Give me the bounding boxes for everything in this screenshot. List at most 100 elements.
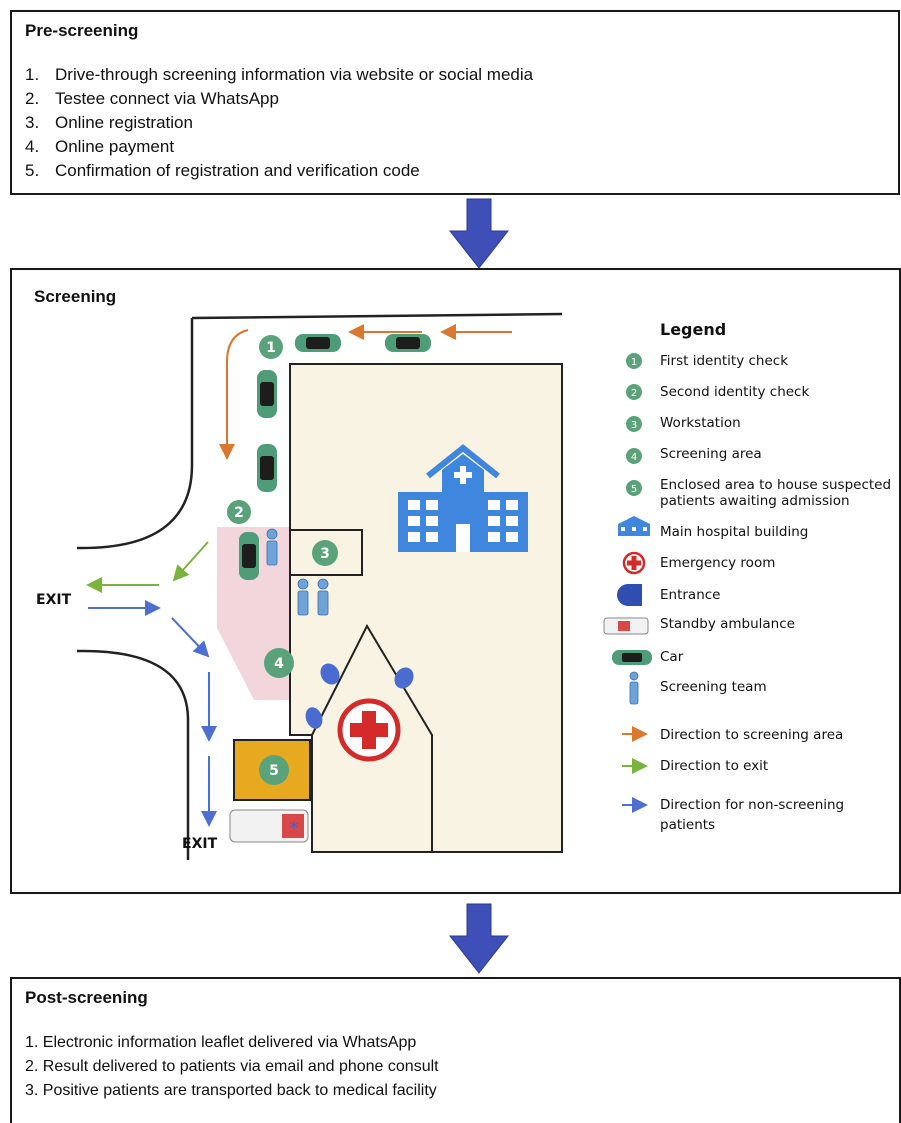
zone-3-marker: 3 — [312, 540, 338, 566]
list-item: 2. Result delivered to patients via emai… — [25, 1058, 439, 1075]
zone-5-marker: 5 — [259, 755, 289, 785]
enclosed-area — [233, 739, 311, 801]
road-borders — [76, 312, 563, 860]
screening-title: Screening — [34, 287, 117, 306]
svg-text:Entrance: Entrance — [660, 587, 721, 603]
legend-item-emergency-room: Emergency room — [622, 551, 775, 575]
legend-item-enclosed-area: 5 Enclosed area to house suspected patie… — [626, 477, 891, 509]
zone-markers: 1 2 3 4 5 — [227, 335, 338, 785]
car-icon — [612, 650, 652, 665]
legend-item-car: Car — [612, 649, 684, 665]
legend-item-direction-to-exit: Direction to exit — [622, 758, 768, 774]
svg-text:First identity check: First identity check — [660, 353, 788, 369]
car-icon — [385, 334, 431, 352]
svg-text:Main hospital building: Main hospital building — [660, 524, 808, 540]
screening-site-map: * 1 2 3 4 5 EXIT EXIT — [36, 312, 891, 860]
svg-text:patients awaiting admission: patients awaiting admission — [660, 493, 850, 509]
list-item: 1.Drive-through screening information vi… — [25, 65, 534, 84]
circle-5-icon — [626, 480, 642, 496]
legend-item-main-hospital-building: Main hospital building — [618, 516, 808, 540]
post-screening-title: Post-screening — [25, 988, 148, 1007]
flow-arrow-down-icon — [448, 198, 510, 269]
zone-2-marker: 2 — [227, 500, 251, 524]
entrance-icons — [305, 663, 414, 729]
legend-item-workstation: 3 Workstation — [626, 415, 741, 432]
car-icons — [239, 334, 431, 580]
svg-text:Car: Car — [660, 649, 684, 665]
svg-text:5: 5 — [631, 484, 637, 495]
workstation-box — [289, 529, 363, 576]
svg-text:Emergency room: Emergency room — [660, 555, 775, 571]
entrance-icon — [305, 707, 323, 729]
screening-panel: Screening — [10, 268, 901, 894]
list-item: 5.Confirmation of registration and verif… — [25, 161, 420, 180]
non-screening-direction-arrows — [88, 600, 217, 827]
pre-screening-list: 1.Drive-through screening information vi… — [25, 63, 533, 183]
direction-to-screening-arrows — [219, 324, 512, 460]
circle-4-icon — [626, 448, 642, 464]
zone-4-number: 4 — [274, 656, 284, 672]
svg-text:*: * — [290, 818, 299, 839]
screening-team-icon — [317, 578, 329, 616]
screening-team-icons — [266, 528, 329, 616]
ambulance-icon — [603, 617, 649, 635]
zone-4-marker: 4 — [264, 648, 294, 678]
entrance-icon — [617, 584, 642, 606]
flow-arrow-down-icon — [448, 903, 510, 974]
zone-1-marker: 1 — [259, 335, 283, 359]
legend-item-direction-to-screening-area: Direction to screening area — [622, 726, 843, 743]
legend-item-first-identity-check: 1 First identity check — [626, 353, 788, 369]
screening-team-icon — [266, 528, 278, 566]
svg-text:Enclosed area to house suspect: Enclosed area to house suspected — [660, 477, 891, 493]
legend-item-entrance: Entrance — [617, 584, 721, 606]
car-icon — [257, 444, 277, 492]
legend-title: Legend — [660, 320, 726, 339]
pre-screening-panel: Pre-screening 1.Drive-through screening … — [10, 10, 900, 195]
svg-text:Direction to screening area: Direction to screening area — [660, 727, 843, 743]
pre-screening-title: Pre-screening — [25, 21, 139, 40]
zone-1-number: 1 — [266, 340, 276, 356]
entrance-icon — [394, 667, 414, 689]
exit-label-left: EXIT — [36, 592, 72, 608]
circle-1-icon — [626, 353, 642, 369]
screening-team-icon — [629, 671, 639, 705]
legend-item-screening-team: Screening team — [629, 671, 767, 705]
entrance-icon — [320, 663, 340, 685]
svg-text:Screening area: Screening area — [660, 446, 762, 462]
emergency-cross-icon — [337, 698, 401, 762]
list-item: 3. Positive patients are transported bac… — [25, 1082, 437, 1099]
circle-2-icon — [626, 384, 642, 400]
svg-text:Standby ambulance: Standby ambulance — [660, 616, 795, 632]
svg-text:Direction for non-screening: Direction for non-screening — [660, 797, 844, 813]
post-screening-panel: Post-screening 1. Electronic information… — [10, 977, 901, 1123]
svg-text:Second identity check: Second identity check — [660, 384, 809, 400]
list-item: 4.Online payment — [25, 137, 175, 156]
zone-2-number: 2 — [234, 505, 244, 521]
svg-text:1: 1 — [631, 357, 637, 368]
svg-text:2: 2 — [631, 388, 637, 399]
legend-item-second-identity-check: 2 Second identity check — [626, 384, 809, 400]
list-item: 2.Testee connect via WhatsApp — [25, 89, 279, 108]
svg-text:Workstation: Workstation — [660, 415, 741, 431]
legend: Legend 1 First identity check 2 Second i… — [603, 320, 891, 833]
svg-text:patients: patients — [660, 817, 715, 833]
svg-text:4: 4 — [631, 452, 637, 463]
ambulance-icon: * — [229, 809, 309, 843]
hospital-building-icon — [618, 516, 650, 536]
legend-item-screening-area: 4 Screening area — [626, 446, 762, 464]
legend-item-direction-non-screening: Direction for non-screening patients — [622, 797, 844, 833]
emergency-cross-icon — [622, 551, 646, 575]
svg-text:Screening team: Screening team — [660, 679, 767, 695]
svg-text:Direction to exit: Direction to exit — [660, 758, 768, 774]
zone-3-number: 3 — [320, 546, 330, 562]
svg-text:3: 3 — [631, 420, 637, 431]
list-item: 3.Online registration — [25, 113, 193, 132]
legend-item-standby-ambulance: Standby ambulance — [603, 616, 795, 635]
direction-to-exit-arrows — [86, 541, 209, 593]
car-icon — [239, 532, 259, 580]
screening-team-icon — [297, 578, 309, 616]
circle-3-icon — [626, 416, 642, 432]
post-screening-list: 1. Electronic information leaflet delive… — [25, 1031, 439, 1103]
list-item: 1. Electronic information leaflet delive… — [25, 1034, 417, 1051]
car-icon — [295, 334, 341, 352]
